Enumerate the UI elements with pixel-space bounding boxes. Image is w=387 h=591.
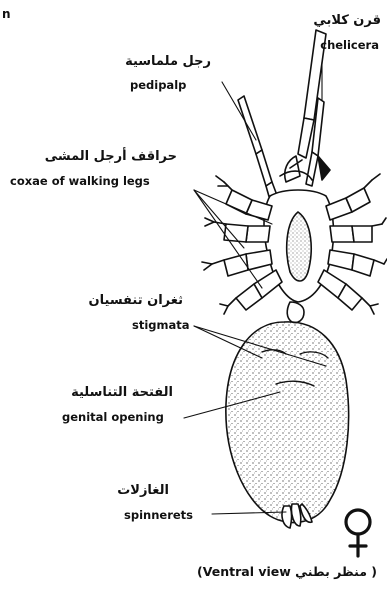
chelicera-label-ar: قرن كلابي	[313, 14, 381, 27]
caption: ( منظر بطني Ventral view)	[197, 566, 377, 579]
pedipalp-label-en: pedipalp	[130, 80, 186, 92]
stigmata-label-ar: ثغران تنفسيان	[89, 294, 183, 307]
leader-pedipalp	[222, 82, 256, 140]
coxae-label-en: coxae of walking legs	[10, 176, 150, 188]
spinnerets-label-en: spinnerets	[124, 510, 193, 522]
stigmata-label-en: stigmata	[132, 320, 190, 332]
coxae-label-ar: حراقف أرجل المشى	[45, 150, 177, 163]
spinnerets-label-ar: الغازلات	[117, 484, 169, 497]
corner-mark: n	[2, 8, 11, 20]
chelicera-label-en: chelicera	[320, 40, 379, 52]
female-symbol-icon	[346, 510, 370, 556]
genital-opening-label-ar: الفتحة التناسلية	[71, 386, 173, 399]
pedicel	[287, 302, 304, 323]
pedipalp-label-ar: رجل ملماسية	[125, 55, 211, 68]
abdomen	[226, 322, 349, 523]
pedipalp-left	[238, 96, 278, 200]
genital-opening-label-en: genital opening	[62, 412, 164, 424]
